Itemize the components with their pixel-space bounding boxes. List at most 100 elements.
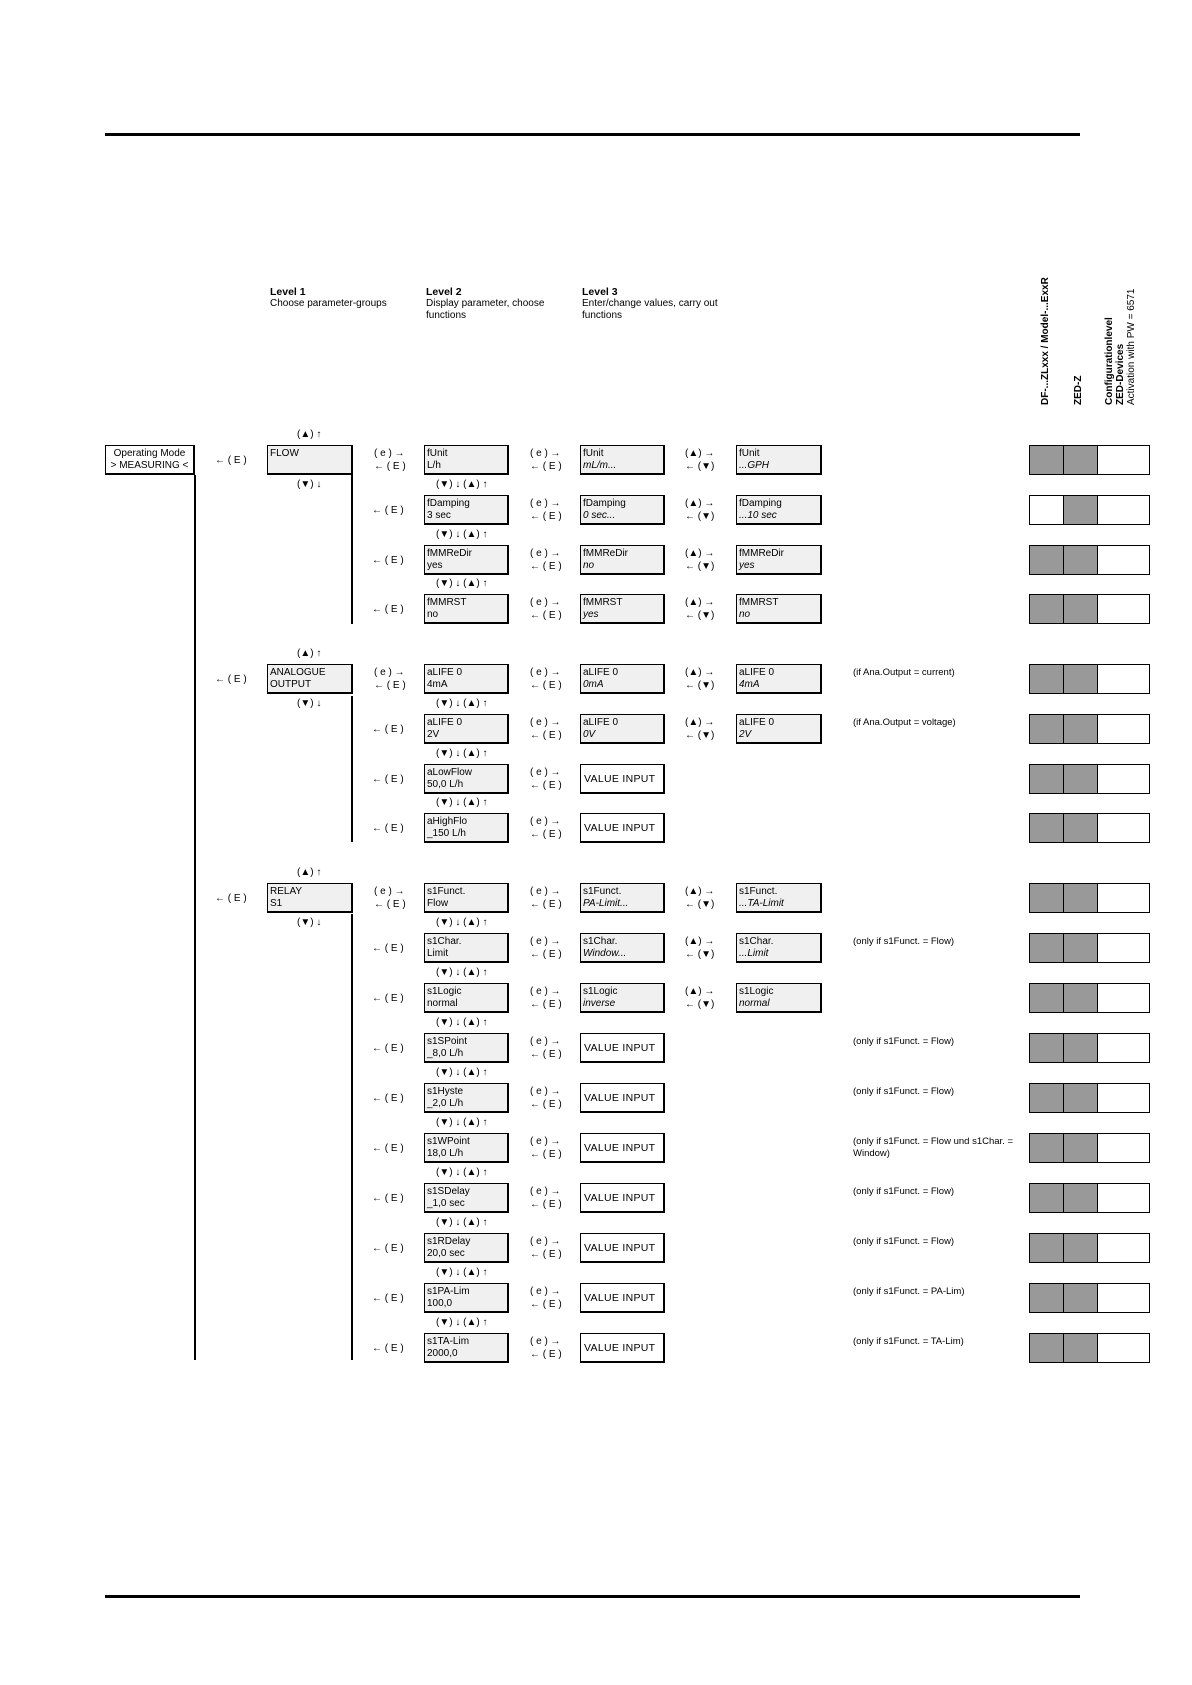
level2-param-box-line2: 18,0 L/h xyxy=(427,1148,464,1159)
l3-l4-down-back: ← (▼) xyxy=(685,461,715,472)
value-input-box[interactable]: VALUE INPUT xyxy=(580,1333,665,1363)
value-input-box[interactable]: VALUE INPUT xyxy=(580,813,665,843)
level3-value-box-line2: no xyxy=(583,560,595,571)
level3-header: Level 3 Enter/change values, carry out f… xyxy=(582,286,732,322)
availability-config xyxy=(1097,714,1150,744)
availability-df-model xyxy=(1029,1033,1064,1063)
row-E-back: ← ( E ) xyxy=(372,1243,404,1254)
level3-option-box-line1: fUnit xyxy=(739,448,760,459)
group-box-line1: ANALOGUE xyxy=(270,667,326,678)
availability-config xyxy=(1097,933,1150,963)
group-box-line2: S1 xyxy=(270,898,283,909)
availability-df-model xyxy=(1029,883,1064,913)
l2-l3-E-back: ← ( E ) xyxy=(530,1149,562,1160)
row-condition-note: (if Ana.Output = voltage) xyxy=(853,717,956,728)
l3-l4-down-back: ← (▼) xyxy=(685,730,715,741)
value-input-box[interactable]: VALUE INPUT xyxy=(580,1083,665,1113)
l3-l4-up-forward: (▲) → xyxy=(685,717,715,728)
l2-l3-e-forward: ( e ) → xyxy=(530,597,561,608)
l3-l4-up-forward: (▲) → xyxy=(685,597,715,608)
value-input-box[interactable]: VALUE INPUT xyxy=(580,1033,665,1063)
l2-l3-e-forward: ( e ) → xyxy=(530,667,561,678)
row-E-back: ← ( E ) xyxy=(374,461,406,472)
operating-mode-state: > MEASURING < xyxy=(110,460,189,471)
level3-option-box: s1Char....Limit xyxy=(736,933,822,963)
availability-zed-z xyxy=(1063,445,1098,475)
l2-l3-e-forward: ( e ) → xyxy=(530,936,561,947)
value-input-box[interactable]: VALUE INPUT xyxy=(580,1233,665,1263)
row-E-back: ← ( E ) xyxy=(374,680,406,691)
row-nav-between: (▼) ↓ (▲) ↑ xyxy=(436,1167,488,1178)
main-vertical-line xyxy=(194,475,196,1360)
row-e-forward: ( e ) → xyxy=(374,667,405,678)
group-down-arrow: (▼) ↓ xyxy=(297,698,322,709)
availability-config xyxy=(1097,883,1150,913)
level2-param-box-line2: 50,0 L/h xyxy=(427,779,464,790)
column-header-config-2: ZED-Devices xyxy=(1115,343,1126,405)
level3-option-box-line2: ...GPH xyxy=(739,460,770,471)
group-box: FLOW xyxy=(267,445,353,475)
level3-value-box-line1: fMMReDir xyxy=(583,548,628,559)
l3-l4-up-forward: (▲) → xyxy=(685,986,715,997)
row-nav-between: (▼) ↓ (▲) ↑ xyxy=(436,1317,488,1328)
analogue-group-line xyxy=(351,696,353,842)
level2-param-box-line1: fUnit xyxy=(427,448,448,459)
level2-param-box: s1Char.Limit xyxy=(424,933,509,963)
availability-zed-z xyxy=(1063,594,1098,624)
value-input-box[interactable]: VALUE INPUT xyxy=(580,1133,665,1163)
row-E-back: ← ( E ) xyxy=(372,505,404,516)
level2-param-box-line2: 2000,0 xyxy=(427,1348,458,1359)
level3-value-box-line1: fMMRST xyxy=(583,597,623,608)
level2-param-box: s1SPoint_8,0 L/h xyxy=(424,1033,509,1063)
row-E-back: ← ( E ) xyxy=(372,604,404,615)
row-condition-note: (only if s1Funct. = Flow) xyxy=(853,936,955,947)
row-condition-note: (only if s1Funct. = Flow) xyxy=(853,1236,955,1247)
availability-zed-z xyxy=(1063,1033,1098,1063)
level3-option-box-line2: 2V xyxy=(739,729,752,740)
row-E-back: ← ( E ) xyxy=(372,1293,404,1304)
row-E-back: ← ( E ) xyxy=(372,774,404,785)
availability-config xyxy=(1097,983,1150,1013)
level3-option-box-line2: ...Limit xyxy=(739,948,769,959)
l2-l3-e-forward: ( e ) → xyxy=(530,1336,561,1347)
value-input-box[interactable]: VALUE INPUT xyxy=(580,764,665,794)
availability-zed-z xyxy=(1063,714,1098,744)
level2-param-box: s1Funct.Flow xyxy=(424,883,509,913)
level2-subtitle: Display parameter, choose functions xyxy=(426,298,545,321)
level3-value-box-line2: 0 sec... xyxy=(583,510,616,521)
row-E-back: ← ( E ) xyxy=(372,1043,404,1054)
level3-option-box-line2: no xyxy=(739,609,751,620)
l3-l4-up-forward: (▲) → xyxy=(685,936,715,947)
value-input-box[interactable]: VALUE INPUT xyxy=(580,1283,665,1313)
relay-group-line xyxy=(351,914,353,1360)
level2-param-box: s1SDelay_1,0 sec xyxy=(424,1183,509,1213)
availability-config xyxy=(1097,594,1150,624)
level1-header: Level 1 Choose parameter-groups xyxy=(270,286,410,310)
group-down-arrow: (▼) ↓ xyxy=(297,479,322,490)
row-e-forward: ( e ) → xyxy=(374,886,405,897)
row-E-back: ← ( E ) xyxy=(372,1193,404,1204)
l2-l3-E-back: ← ( E ) xyxy=(530,829,562,840)
row-nav-between: (▼) ↓ (▲) ↑ xyxy=(436,1217,488,1228)
row-nav-between: (▼) ↓ (▲) ↑ xyxy=(436,748,488,759)
bottom-rule xyxy=(105,1595,1080,1598)
l2-l3-e-forward: ( e ) → xyxy=(530,1136,561,1147)
availability-df-model xyxy=(1029,764,1064,794)
availability-config xyxy=(1097,445,1150,475)
availability-zed-z xyxy=(1063,1183,1098,1213)
availability-df-model xyxy=(1029,594,1064,624)
l3-l4-up-forward: (▲) → xyxy=(685,548,715,559)
availability-config xyxy=(1097,1183,1150,1213)
availability-config xyxy=(1097,1233,1150,1263)
row-nav-between: (▼) ↓ (▲) ↑ xyxy=(436,698,488,709)
group-box-line1: RELAY xyxy=(270,886,303,897)
value-input-box[interactable]: VALUE INPUT xyxy=(580,1183,665,1213)
availability-zed-z xyxy=(1063,983,1098,1013)
availability-df-model xyxy=(1029,1083,1064,1113)
